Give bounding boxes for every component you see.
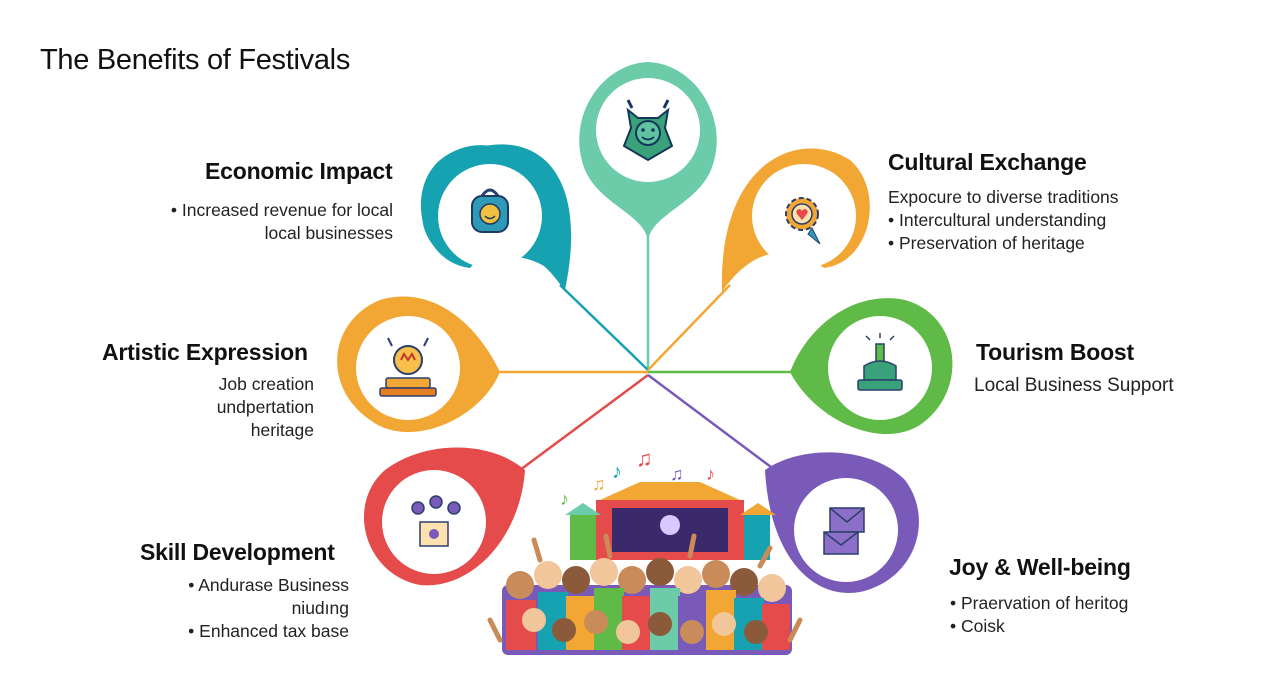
- svg-text:♫: ♫: [592, 474, 606, 494]
- pin-top: [579, 62, 717, 242]
- line: • Preservation of heritage: [888, 233, 1085, 253]
- text-artistic-expression: Job creation undpertation heritage: [217, 373, 314, 442]
- trophy-icon: [379, 337, 437, 397]
- connector-cultural: [647, 284, 731, 371]
- connector-joy: [647, 373, 776, 472]
- box-balloons-icon: [411, 495, 461, 547]
- festival-crowd-icon: ♪ ♫ ♪ ♫ ♫ ♪: [487, 446, 803, 655]
- text-cultural-exchange: Expocure to diverse traditions • Intercu…: [888, 186, 1119, 255]
- line: Job creation: [218, 374, 314, 394]
- padlock-face-icon: [471, 188, 509, 233]
- heading-joy-well-being: Joy & Well-being: [949, 554, 1131, 580]
- heading-skill-development: Skill Development: [140, 539, 335, 565]
- svg-text:♫: ♫: [636, 446, 653, 471]
- line: • Coisk: [950, 616, 1005, 636]
- pin-artistic: [337, 296, 500, 433]
- svg-text:♪: ♪: [560, 489, 569, 509]
- line: • Increased revenue for local: [170, 200, 393, 220]
- text-economic-impact: • Increased revenue for local local busi…: [171, 199, 393, 245]
- line: niudıng: [291, 598, 349, 618]
- pin-cultural: [721, 148, 870, 292]
- svg-text:♪: ♪: [706, 464, 715, 484]
- crowd: [487, 533, 803, 655]
- line: • Andurase Business: [188, 575, 349, 595]
- pin-tourism: [790, 298, 953, 435]
- envelopes-icon: [823, 507, 865, 555]
- pin-joy: [765, 452, 919, 593]
- heading-economic-impact: Economic Impact: [205, 158, 393, 184]
- smiling-mascot-icon: [622, 99, 674, 162]
- pin-economic: [420, 144, 572, 292]
- svg-text:♪: ♪: [612, 461, 622, 483]
- line: • Intercultural understanding: [888, 210, 1107, 230]
- line: Expocure to diverse traditions: [888, 187, 1119, 207]
- gear-heart-icon: [785, 197, 821, 245]
- line: • Praervation of heritog: [950, 593, 1129, 613]
- page-title: The Benefits of Festivals: [40, 44, 351, 76]
- line: • Enhanced tax base: [188, 621, 349, 641]
- line: heritage: [250, 420, 314, 440]
- heading-cultural-exchange: Cultural Exchange: [888, 149, 1087, 175]
- svg-text:♫: ♫: [670, 464, 684, 484]
- line: local businesses: [264, 223, 393, 243]
- hand-pump-icon: [857, 333, 903, 391]
- connector-economic: [559, 284, 649, 371]
- connector-lines: [495, 232, 795, 472]
- heading-artistic-expression: Artistic Expression: [102, 339, 308, 365]
- text-joy-well-being: • Praervation of heritog • Coisk: [950, 592, 1128, 638]
- text-tourism-boost: Local Business Support: [974, 374, 1174, 397]
- line: undpertation: [216, 397, 314, 417]
- pin-skill: [363, 447, 525, 586]
- line: Local Business Support: [974, 375, 1174, 396]
- connector-skill: [519, 373, 649, 472]
- heading-tourism-boost: Tourism Boost: [976, 339, 1134, 365]
- text-skill-development: • Andurase Business niudıng • Enhanced t…: [188, 574, 349, 643]
- music-notes: ♪ ♫ ♪ ♫ ♫ ♪: [560, 446, 715, 509]
